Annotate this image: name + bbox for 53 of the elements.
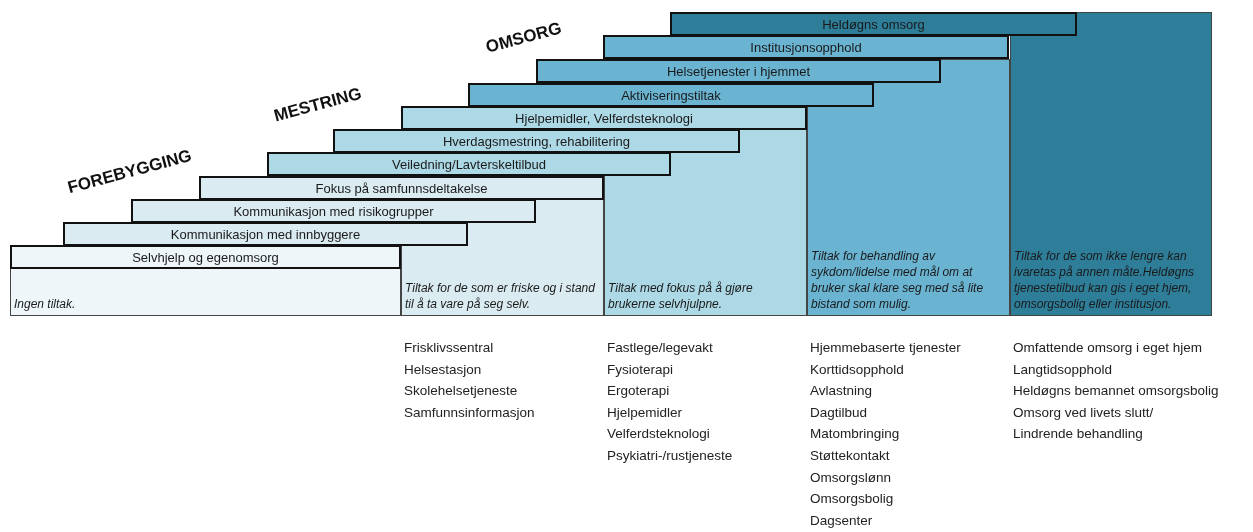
list-item: Omsorg ved livets slutt/ — [1013, 404, 1154, 421]
step-label: Fokus på samfunnsdeltakelse — [315, 180, 488, 196]
step-bar — [603, 35, 1009, 59]
list-item: Heldøgns bemannet omsorgsbolig — [1013, 383, 1219, 400]
column-band — [1010, 12, 1212, 316]
step-bar — [468, 83, 874, 107]
list-item: Fysioterapi — [607, 361, 674, 378]
list-item: Hjelpemidler — [607, 404, 683, 421]
step-bar — [10, 245, 401, 269]
list-item: Omsorgslønn — [810, 469, 892, 486]
list-item: Lindrende behandling — [1013, 426, 1143, 443]
list-item: Psykiatri-/rustjeneste — [607, 448, 733, 464]
step-label: Hverdagsmestring, rehabilitering — [442, 133, 631, 149]
list-item: Matombringing — [810, 426, 900, 443]
list-item: Ergoterapi — [607, 383, 670, 400]
step-label: Heldøgns omsorg — [822, 16, 925, 32]
step-label: Hjelpemidler, Velferdsteknologi — [515, 110, 693, 126]
step-bar — [131, 199, 536, 223]
list-item: Langtidsopphold — [1013, 361, 1113, 378]
list-item: Velferdsteknologi — [607, 426, 710, 443]
step-bar — [670, 12, 1077, 36]
step-label: Kommunikasjon med risikogrupper — [233, 203, 434, 219]
list-item: Hjemmebaserte tjenester — [810, 340, 961, 356]
list-item: Skolehelsetjeneste — [404, 383, 518, 400]
list-item: Omsorgsbolig — [810, 491, 894, 508]
list-item: Helsestasjon — [404, 361, 482, 378]
list-item: Frisklivssentral — [404, 340, 494, 356]
list-item: Dagsenter — [810, 512, 873, 529]
step-bar — [63, 222, 468, 246]
column-description: Tiltak for de som ikke lengre kan ivaretas på annen måte.Heldøgns tjenestetilbud kan gis i eget hjem, omsorgsbolig eller institusjon. — [1014, 248, 1196, 312]
step-label: Selvhjelp og egenomsorg — [132, 249, 279, 265]
step-label: Veiledning/Lavterskeltilbud — [392, 156, 546, 172]
list-item: Korttidsopphold — [810, 361, 904, 378]
column-description: Tiltak med fokus på å gjøre brukerne selvhjulpne. — [608, 280, 754, 312]
step-label: Helsetjenester i hjemmet — [666, 63, 811, 79]
list-item: Avlastning — [810, 383, 873, 400]
step-label: Aktiviseringstiltak — [621, 87, 721, 103]
step-bar — [536, 59, 941, 83]
list-item: Omfattende omsorg i eget hjem — [1013, 340, 1203, 356]
column-band — [10, 268, 401, 316]
step-label: Kommunikasjon med innbyggere — [170, 226, 361, 242]
step-label: Institusjonsopphold — [750, 39, 862, 55]
list-item: Dagtilbud — [810, 404, 868, 421]
column-description: Tiltak for de som er friske og i stand til å ta vare på seg selv. — [405, 280, 596, 312]
list-item: Støttekontakt — [810, 448, 890, 464]
step-bar — [401, 106, 807, 130]
column-description: Ingen tiltak. — [14, 296, 77, 312]
column-description: Tiltak for behandling av sykdom/lidelse med mål om at bruker skal klare seg med så lite bistand som mulig. — [811, 248, 985, 312]
step-bar — [199, 176, 604, 200]
step-bar — [333, 129, 740, 153]
list-item: Fastlege/legevakt — [607, 340, 713, 356]
step-bar — [267, 152, 671, 176]
list-item: Samfunnsinformasjon — [404, 404, 535, 421]
